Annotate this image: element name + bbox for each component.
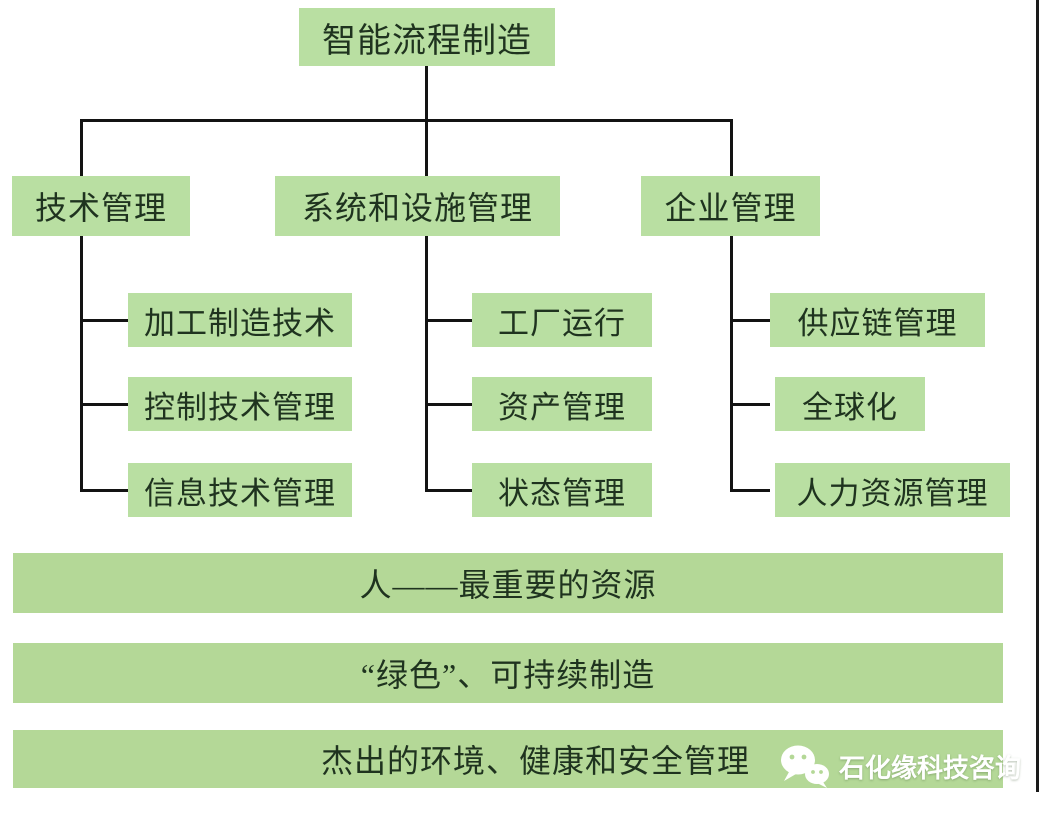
- foundation-bar-label: “绿色”、可持续制造: [360, 657, 656, 693]
- connector-spine-right: [730, 236, 733, 492]
- image-right-border: [1036, 0, 1039, 792]
- foundation-bar-label: 人——最重要的资源: [359, 567, 657, 603]
- connector-stub: [426, 489, 472, 492]
- node-branch-enterprise-management: 企业管理: [641, 176, 820, 236]
- connector-stub: [81, 319, 128, 322]
- node-leaf-supply-chain-management: 供应链管理: [770, 293, 985, 347]
- node-leaf-human-resource-management: 人力资源管理: [775, 463, 1010, 517]
- node-leaf-globalization: 全球化: [775, 377, 925, 431]
- connector-stub: [731, 319, 770, 322]
- node-leaf-condition-management: 状态管理: [472, 463, 652, 517]
- connector-stub: [731, 489, 770, 492]
- node-leaf-control-tech-management: 控制技术管理: [128, 377, 352, 431]
- wechat-icon: [780, 744, 830, 788]
- foundation-bar-green-sustainable: “绿色”、可持续制造: [13, 643, 1003, 703]
- node-leaf-plant-operation: 工厂运行: [472, 293, 652, 347]
- connector-stub: [426, 403, 472, 406]
- foundation-bar-ehs: 杰出的环境、健康和安全管理: [13, 730, 1003, 788]
- foundation-bar-label: 杰出的环境、健康和安全管理: [320, 743, 750, 779]
- connector-main-horizontal: [80, 119, 733, 122]
- connector-stub: [731, 403, 770, 406]
- node-root: 智能流程制造: [299, 8, 555, 66]
- node-branch-system-facility-management: 系统和设施管理: [275, 176, 560, 236]
- node-leaf-processing-manufacturing-tech: 加工制造技术: [128, 293, 352, 347]
- foundation-bar-people: 人——最重要的资源: [13, 553, 1003, 613]
- node-leaf-information-tech-management: 信息技术管理: [128, 463, 352, 517]
- node-branch-technology-management: 技术管理: [12, 176, 190, 236]
- connector-branch-drop: [80, 119, 83, 176]
- connector-spine-left: [80, 236, 83, 492]
- connector-stub: [81, 403, 128, 406]
- connector-stub: [81, 489, 128, 492]
- node-leaf-asset-management: 资产管理: [472, 377, 652, 431]
- watermark-label: 石化缘科技咨询: [839, 752, 1022, 783]
- watermark: 石化缘科技咨询: [780, 740, 1021, 792]
- connector-spine-middle: [425, 236, 428, 492]
- connector-branch-drop: [730, 119, 733, 176]
- connector-stub: [426, 319, 472, 322]
